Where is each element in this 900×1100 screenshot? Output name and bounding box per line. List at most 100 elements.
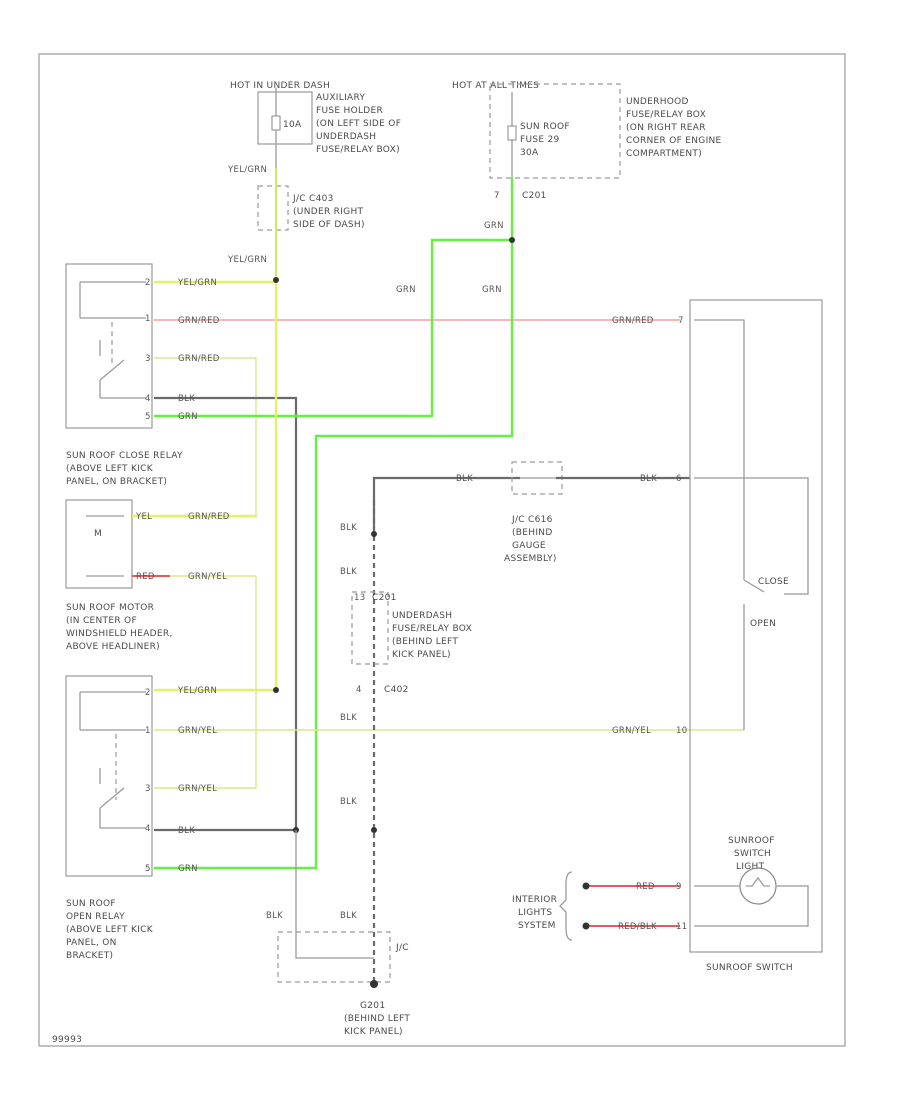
svg-text:GAUGE: GAUGE <box>512 541 546 551</box>
blk-label-trunk-2: BLK <box>340 567 357 577</box>
blk-top-wire <box>372 476 520 530</box>
close-relay-label: SUN ROOF CLOSE RELAY (ABOVE LEFT KICK PA… <box>66 451 183 487</box>
switch-pin-6: 6 <box>676 474 682 484</box>
svg-text:SWITCH: SWITCH <box>734 849 771 859</box>
svg-text:SUNROOF: SUNROOF <box>728 836 775 846</box>
motor-m-label: M <box>94 529 102 539</box>
c201b-pin: 13 <box>354 593 365 603</box>
open-relay-box <box>65 675 153 877</box>
svg-text:(ABOVE LEFT KICK: (ABOVE LEFT KICK <box>66 925 154 935</box>
grn-wire-label-right: GRN <box>482 285 502 295</box>
open-relay-blk-label: BLK <box>178 826 195 836</box>
switch-open-label: OPEN <box>750 619 776 629</box>
svg-text:(BEHIND LEFT: (BEHIND LEFT <box>392 637 458 647</box>
blk-label-left-lower: BLK <box>266 911 283 921</box>
c201-pin: 7 <box>494 191 500 201</box>
underhood-box <box>489 83 621 179</box>
svg-text:(IN CENTER OF: (IN CENTER OF <box>66 616 137 626</box>
g201-label: G201 (BEHIND LEFT KICK PANEL) <box>344 1001 410 1037</box>
svg-text:SUN ROOF: SUN ROOF <box>66 899 116 909</box>
grn-splice <box>509 237 515 243</box>
interior-lights-splice-1 <box>582 882 590 890</box>
switch-light-bulb-icon <box>739 867 777 905</box>
sunroof-fuse-label: SUN ROOF FUSE 29 30A <box>520 122 570 158</box>
svg-text:ABOVE HEADLINER): ABOVE HEADLINER) <box>66 642 160 652</box>
svg-text:UNDERHOOD: UNDERHOOD <box>626 97 689 107</box>
svg-text:PANEL, ON: PANEL, ON <box>66 938 117 948</box>
close-relay-grnred-label: GRN/RED <box>178 354 220 364</box>
switch-close-contact <box>743 579 765 593</box>
svg-text:(UNDER RIGHT: (UNDER RIGHT <box>293 207 364 217</box>
ground-jc-label: J/C <box>395 943 409 953</box>
blk-label-trunk-1: BLK <box>340 523 357 533</box>
svg-text:(ON RIGHT REAR: (ON RIGHT REAR <box>626 123 706 133</box>
svg-text:J/C C403: J/C C403 <box>292 194 334 204</box>
close-relay-grn-label: GRN <box>178 412 198 422</box>
switch-pin7-lead <box>694 319 745 580</box>
c402-pin: 4 <box>356 685 362 695</box>
grn-yel-label-left: GRN/YEL <box>178 726 217 736</box>
grn-trunk-wire <box>154 240 514 870</box>
svg-text:ASSEMBLY): ASSEMBLY) <box>504 554 557 564</box>
open-relay-pin-4: 4 <box>145 824 151 834</box>
svg-text:SUN ROOF: SUN ROOF <box>520 122 570 132</box>
svg-text:KICK PANEL): KICK PANEL) <box>392 650 451 660</box>
open-relay-pin-2: 1 <box>145 726 151 736</box>
fuse-10a-icon <box>271 115 281 131</box>
jc-c616-label: J/C C616 (BEHIND GAUGE ASSEMBLY) <box>504 515 557 564</box>
grn-red-label-right: GRN/RED <box>612 316 654 326</box>
svg-text:FUSE/RELAY BOX): FUSE/RELAY BOX) <box>316 145 400 155</box>
blk-label-trunk-5: BLK <box>340 911 357 921</box>
underhood-box-label: UNDERHOOD FUSE/RELAY BOX (ON RIGHT REAR … <box>626 97 721 159</box>
close-relay-blk-wire <box>154 396 298 830</box>
svg-text:(ON LEFT SIDE OF: (ON LEFT SIDE OF <box>316 119 401 129</box>
svg-text:(BEHIND LEFT: (BEHIND LEFT <box>344 1014 410 1024</box>
svg-text:COMPARTMENT): COMPARTMENT) <box>626 149 702 159</box>
motor-red-label: RED <box>136 572 155 582</box>
switch-close-label: CLOSE <box>758 577 789 587</box>
switch-pin-11: 11 <box>676 922 687 932</box>
svg-text:(BEHIND: (BEHIND <box>512 528 553 538</box>
blk-label-top: BLK <box>456 474 473 484</box>
open-relay-pin-1: 2 <box>145 688 151 698</box>
svg-text:PANEL, ON BRACKET): PANEL, ON BRACKET) <box>66 477 167 487</box>
svg-text:G201: G201 <box>360 1001 385 1011</box>
c201b-label: C201 <box>372 593 397 603</box>
yel-grn-label-top: YEL/GRN <box>227 165 267 175</box>
blk-label-trunk-4: BLK <box>340 797 357 807</box>
svg-text:LIGHTS: LIGHTS <box>518 908 552 918</box>
open-relay-grnyel-label: GRN/YEL <box>178 784 217 794</box>
open-relay-pin-3: 3 <box>145 784 151 794</box>
sunroof-motor-label: SUN ROOF MOTOR (IN CENTER OF WINDSHIELD … <box>66 603 172 652</box>
grn-red-label-left: GRN/RED <box>178 316 220 326</box>
switch-light-leads <box>694 885 809 927</box>
svg-text:FUSE HOLDER: FUSE HOLDER <box>316 106 383 116</box>
hot-all-times-label: HOT AT ALL TIMES <box>452 81 539 91</box>
underdash-box <box>351 591 389 665</box>
switch-pin-7: 7 <box>678 316 684 326</box>
open-relay-switch-arm <box>99 787 125 809</box>
blk-splice-1 <box>371 531 377 537</box>
sunroof-switch-label: SUNROOF SWITCH <box>706 963 793 973</box>
motor-grnyel-label: GRN/YEL <box>188 572 227 582</box>
sunroof-switch-light-label: SUNROOF SWITCH LIGHT <box>728 836 775 872</box>
grn-yel-label-right: GRN/YEL <box>612 726 651 736</box>
svg-text:SYSTEM: SYSTEM <box>518 921 556 931</box>
jc-c403-box <box>257 185 289 231</box>
c201-label: C201 <box>522 191 547 201</box>
close-relay-pin-4: 4 <box>145 394 151 404</box>
interior-lights-label: INTERIOR LIGHTS SYSTEM <box>512 895 557 931</box>
yel-grn-splice-top <box>273 277 279 283</box>
c402-label: C402 <box>384 685 409 695</box>
svg-text:UNDERDASH: UNDERDASH <box>316 132 376 142</box>
yel-grn-splice-bottom <box>273 687 279 693</box>
aux-fuse-holder-label: AUXILIARY FUSE HOLDER (ON LEFT SIDE OF U… <box>316 93 401 155</box>
grn-wire-label-top: GRN <box>484 221 504 231</box>
yel-grn-label-mid: YEL/GRN <box>227 255 267 265</box>
ground-jc-box <box>277 931 391 983</box>
svg-text:LIGHT: LIGHT <box>736 862 765 872</box>
motor-yel-label: YEL <box>135 512 152 522</box>
red-blk-wire-label: RED/BLK <box>618 922 657 932</box>
svg-text:(ABOVE LEFT KICK: (ABOVE LEFT KICK <box>66 464 154 474</box>
